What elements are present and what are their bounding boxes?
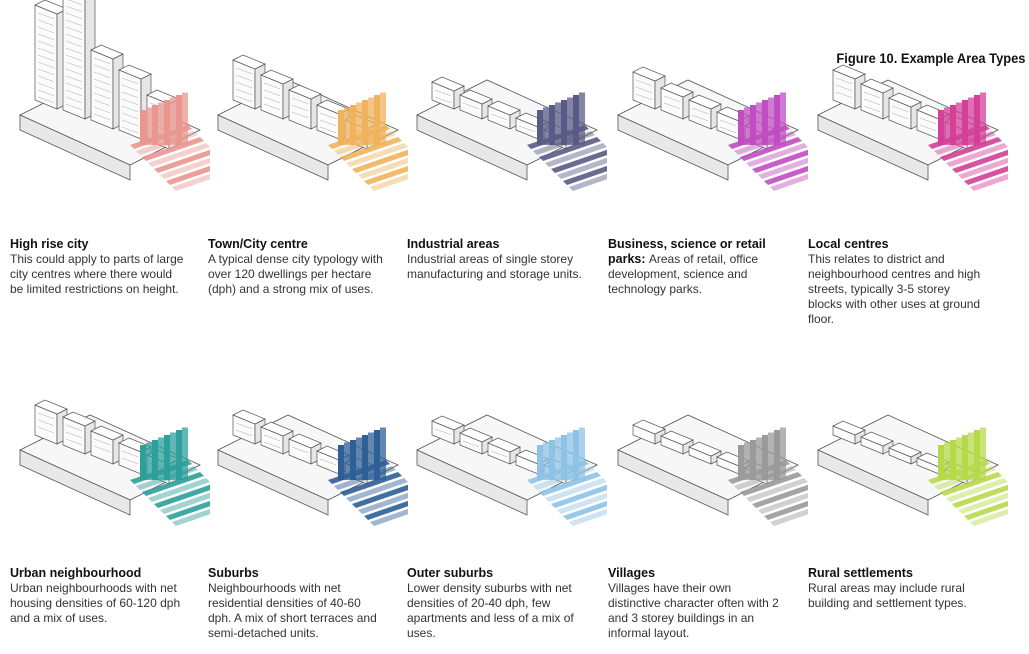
building (288, 84, 322, 130)
area-type-title: Local centres (808, 237, 889, 251)
striped-ground-ramp (130, 460, 210, 526)
building (232, 54, 266, 110)
area-type-description: Areas of retail, office development, sci… (608, 252, 759, 296)
high-rise-city-illustration (10, 0, 210, 225)
area-type-description: Rural areas may include rural building a… (808, 581, 967, 610)
outer-suburbs-illustration (407, 375, 607, 560)
striped-ground-ramp (328, 460, 408, 526)
block-front-face (19, 449, 131, 516)
block-front-face (19, 114, 131, 181)
striped-ground-ramp (527, 125, 607, 191)
urban-neighbourhood-illustration (10, 375, 210, 560)
building (62, 411, 96, 455)
building (62, 0, 96, 120)
area-type-description: Urban neighbourhoods with net housing de… (10, 581, 181, 625)
section-strip (738, 92, 786, 145)
block-front-face (416, 449, 528, 516)
industrial-areas-illustration (407, 0, 607, 225)
section-strip (537, 427, 585, 480)
striped-ground-ramp (527, 460, 607, 526)
building (90, 44, 124, 130)
suburbs-illustration (208, 375, 408, 560)
area-type-title: Suburbs (208, 566, 259, 580)
area-type-caption: Business, science or retail parks: Areas… (608, 237, 786, 297)
area-type-title: Urban neighbourhood (10, 566, 142, 580)
figure-title: Figure 10. Example Area Types (836, 50, 1025, 66)
striped-ground-ramp (928, 125, 1008, 191)
building (888, 442, 922, 465)
section-strip (738, 427, 786, 480)
area-type-description: This could apply to parts of large city … (10, 252, 184, 296)
building (860, 78, 894, 120)
building (632, 66, 666, 110)
section-strip (938, 92, 986, 145)
area-type-description: Industrial areas of single storey manufa… (407, 252, 582, 281)
block-front-face (217, 449, 329, 516)
block-front-face (217, 114, 329, 181)
block-front-face (817, 114, 929, 181)
striped-ground-ramp (728, 460, 808, 526)
section-strip (338, 427, 386, 480)
building (34, 0, 68, 110)
building (34, 399, 68, 445)
business-parks-illustration (608, 0, 808, 225)
block-front-face (817, 449, 929, 516)
building (487, 100, 521, 130)
area-type-title: Industrial areas (407, 237, 500, 251)
building (118, 64, 152, 140)
area-type-title: Town/City centre (208, 237, 308, 251)
building (288, 433, 322, 465)
building (888, 92, 922, 130)
striped-ground-ramp (130, 125, 210, 191)
area-type-title: Outer suburbs (407, 566, 494, 580)
area-type-description: Lower density suburbs with net densities… (407, 581, 574, 640)
area-type-title: Business, science or retail parks: (608, 237, 766, 266)
area-type-title: High rise city (10, 237, 89, 251)
building (232, 409, 266, 445)
block-front-face (416, 114, 528, 181)
striped-ground-ramp (928, 460, 1008, 526)
area-type-title: Villages (608, 566, 656, 580)
villages-illustration (608, 375, 808, 560)
building (431, 76, 465, 110)
striped-ground-ramp (728, 125, 808, 191)
section-strip (537, 92, 585, 145)
building (832, 64, 866, 110)
building (260, 69, 294, 120)
area-type-description: Villages have their own distinctive char… (608, 581, 779, 640)
section-strip (140, 92, 188, 145)
rural-settlements-illustration (808, 375, 1008, 560)
area-type-description: Neighbourhoods with net residential dens… (208, 581, 377, 640)
block-front-face (617, 449, 729, 516)
area-type-description: A typical dense city typology with over … (208, 252, 383, 296)
area-type-title: Rural settlements (808, 566, 913, 580)
town-city-centre-illustration (208, 0, 408, 225)
striped-ground-ramp (328, 125, 408, 191)
local-centres-illustration (808, 0, 1008, 225)
section-strip (338, 92, 386, 145)
building (660, 430, 694, 455)
section-strip (938, 427, 986, 480)
block-front-face (617, 114, 729, 181)
area-type-description: This relates to district and neighbourho… (808, 252, 981, 326)
section-strip (140, 427, 188, 480)
building (688, 441, 722, 465)
